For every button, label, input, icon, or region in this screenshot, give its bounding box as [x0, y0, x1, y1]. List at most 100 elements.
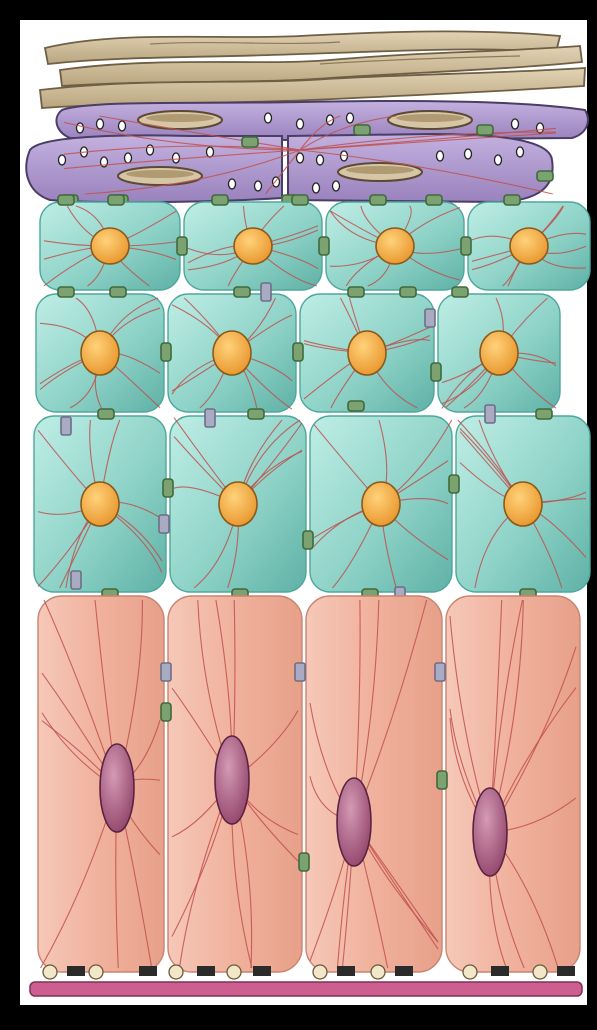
spinous-nucleus [376, 228, 414, 264]
desmosome-icon [461, 237, 471, 255]
hemidesmosome-icon [197, 966, 215, 976]
basal-anchor [227, 965, 241, 979]
desmosome-icon [504, 195, 520, 205]
desmosome-icon [58, 287, 74, 297]
spinous-nucleus [234, 228, 272, 264]
keratohyalin-granule [313, 183, 320, 193]
spinous-nucleus [91, 228, 129, 264]
spinous-nucleus [81, 331, 119, 375]
granular-cell [288, 134, 553, 202]
junction-icon [435, 663, 445, 681]
basal-anchor [89, 965, 103, 979]
basal-nucleus [337, 778, 371, 866]
junction-icon [159, 515, 169, 533]
desmosome-icon [234, 287, 250, 297]
keratohyalin-granule [119, 121, 126, 131]
stratum-spinosum [34, 195, 590, 605]
keratohyalin-granule [97, 119, 104, 129]
hemidesmosome-icon [557, 966, 575, 976]
junction-icon [61, 417, 71, 435]
basal-anchor [533, 965, 547, 979]
desmosome-icon [431, 363, 441, 381]
hemidesmosome-icon [491, 966, 509, 976]
hemidesmosome-icon [67, 966, 85, 976]
desmosome-icon [348, 287, 364, 297]
basal-anchor [463, 965, 477, 979]
keratohyalin-granule [273, 177, 280, 187]
desmosome-icon [108, 195, 124, 205]
keratohyalin-granule [229, 179, 236, 189]
hemidesmosome-icon [253, 966, 271, 976]
desmosome-icon [58, 195, 74, 205]
keratohyalin-granule [517, 147, 524, 157]
desmosome-icon [449, 475, 459, 493]
spinous-nucleus [213, 331, 251, 375]
desmosome-icon [242, 137, 258, 147]
hemidesmosome-icon [139, 966, 157, 976]
lamellar-body-core [346, 166, 414, 174]
junction-icon [425, 309, 435, 327]
desmosome-icon [348, 401, 364, 411]
basal-nucleus [100, 744, 134, 832]
junction-icon [71, 571, 81, 589]
lamellar-body-core [396, 114, 464, 122]
keratohyalin-granule [495, 155, 502, 165]
keratohyalin-granule [59, 155, 66, 165]
spinous-nucleus [219, 482, 257, 526]
keratohyalin-granule [333, 181, 340, 191]
junction-icon [161, 663, 171, 681]
basal-anchor [169, 965, 183, 979]
desmosome-icon [98, 409, 114, 419]
keratohyalin-granule [297, 153, 304, 163]
desmosome-icon [212, 195, 228, 205]
granular-cell [56, 101, 587, 140]
desmosome-icon [177, 237, 187, 255]
keratohyalin-granule [297, 119, 304, 129]
desmosome-icon [354, 125, 370, 135]
keratohyalin-granule [465, 149, 472, 159]
hemidesmosome-icon [395, 966, 413, 976]
basal-anchor [371, 965, 385, 979]
desmosome-icon [400, 287, 416, 297]
desmosome-icon [299, 853, 309, 871]
keratohyalin-granule [317, 155, 324, 165]
desmosome-icon [536, 409, 552, 419]
spinous-nucleus [480, 331, 518, 375]
desmosome-icon [161, 343, 171, 361]
spinous-nucleus [81, 482, 119, 526]
desmosome-icon [319, 237, 329, 255]
lamellar-body-core [146, 114, 214, 122]
spinous-nucleus [504, 482, 542, 526]
basement-membrane [30, 982, 582, 996]
desmosome-icon [477, 125, 493, 135]
stratum-corneum [40, 31, 585, 108]
desmosome-icon [537, 171, 553, 181]
basal-anchor [313, 965, 327, 979]
lamellar-body-core [126, 170, 194, 178]
keratohyalin-granule [347, 113, 354, 123]
desmosome-icon [437, 771, 447, 789]
keratohyalin-granule [77, 123, 84, 133]
spinous-nucleus [348, 331, 386, 375]
stratum-granulosum [26, 101, 588, 205]
desmosome-icon [163, 479, 173, 497]
keratohyalin-granule [537, 123, 544, 133]
junction-icon [485, 405, 495, 423]
hemidesmosome-icon [337, 966, 355, 976]
stratum-basale [38, 596, 580, 979]
desmosome-icon [303, 531, 313, 549]
basement-membrane-band [30, 982, 582, 996]
keratohyalin-granule [125, 153, 132, 163]
desmosome-icon [370, 195, 386, 205]
junction-icon [261, 283, 271, 301]
spinous-nucleus [362, 482, 400, 526]
keratohyalin-granule [437, 151, 444, 161]
junction-icon [205, 409, 215, 427]
desmosome-icon [293, 343, 303, 361]
keratohyalin-granule [207, 147, 214, 157]
desmosome-icon [452, 287, 468, 297]
desmosome-icon [248, 409, 264, 419]
basal-anchor [43, 965, 57, 979]
desmosome-icon [110, 287, 126, 297]
